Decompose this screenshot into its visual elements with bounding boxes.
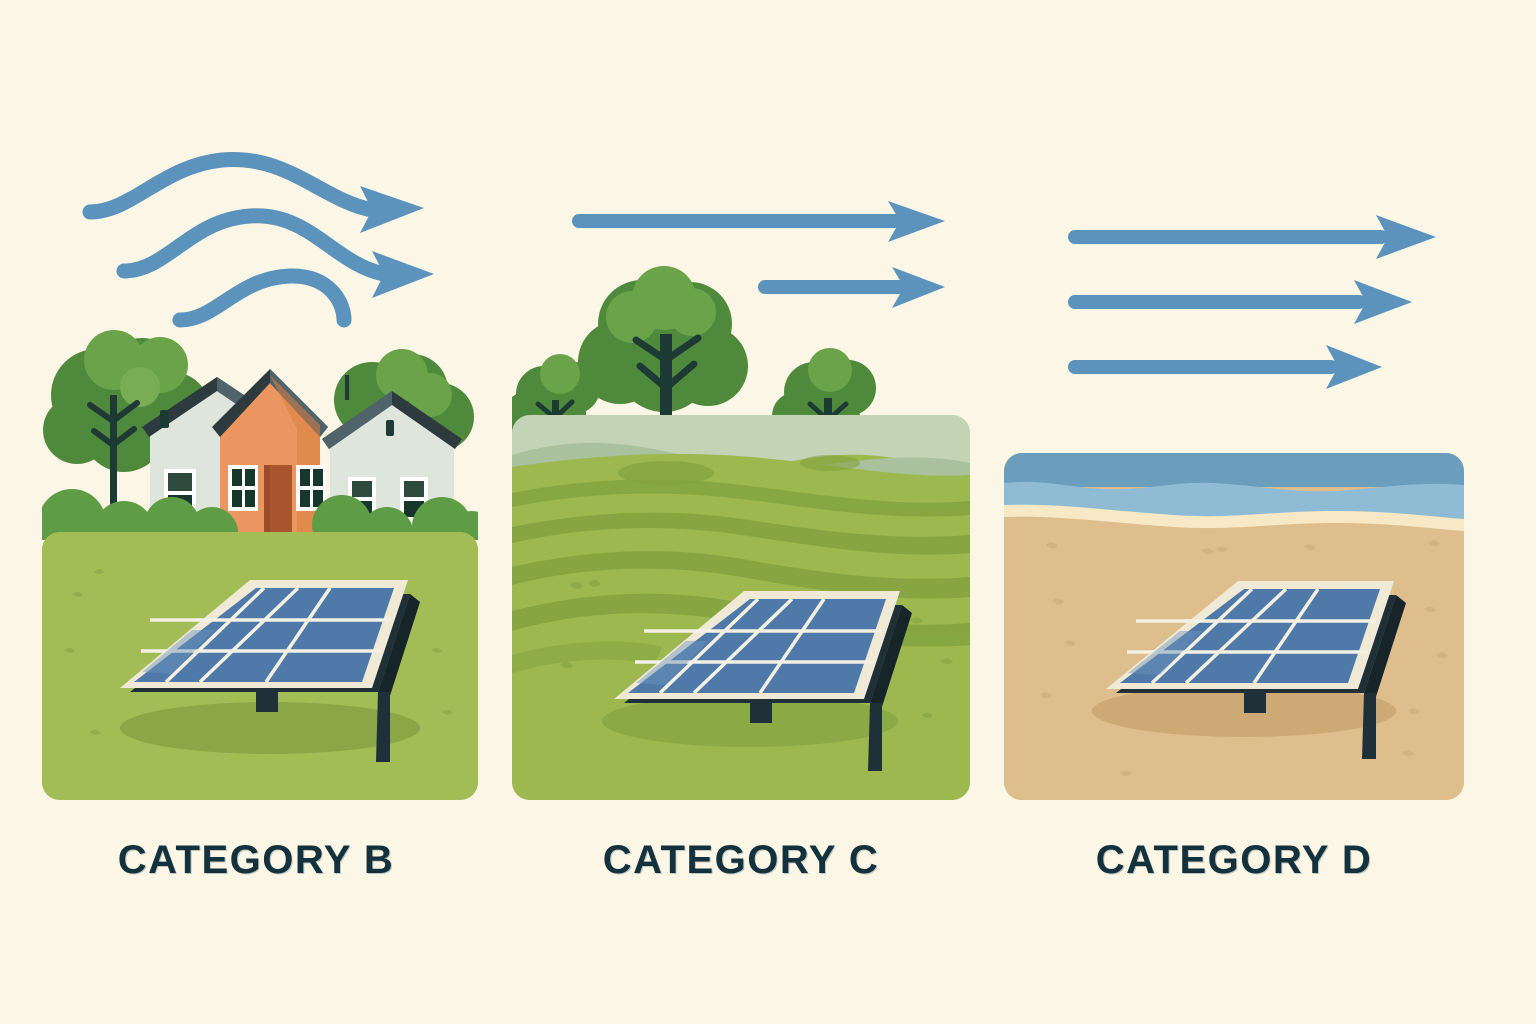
label-category-c: CATEGORY C	[602, 838, 880, 882]
house-center-windows	[228, 465, 326, 511]
field-and-solar-c	[512, 415, 970, 800]
wind-wave-3	[172, 268, 352, 328]
wind-wave-1	[82, 151, 380, 220]
solar-panel-strut-b	[376, 692, 390, 762]
solar-panel-foot-d	[1244, 691, 1266, 713]
wind-arrows-straight-c	[570, 200, 982, 310]
ground-and-solar-b	[42, 532, 478, 800]
scene-ground-category-d	[1004, 453, 1464, 800]
panel-category-d: CATEGORY D	[1004, 0, 1536, 1024]
wind-arrow-d-1	[1068, 215, 1436, 259]
beach-and-solar-d	[1004, 453, 1464, 800]
wind-arrow-c-2	[758, 267, 945, 308]
wind-arrow-c-1	[572, 201, 945, 242]
solar-panel-foot-c	[750, 701, 772, 723]
scene-ground-category-c	[512, 415, 970, 800]
wind-arrowhead-1	[360, 186, 424, 233]
solar-panel-d	[1106, 581, 1406, 759]
front-bushes	[42, 489, 478, 540]
wind-arrows-wavy	[72, 148, 452, 333]
wind-arrows-straight-d	[1064, 215, 1484, 395]
solar-panel-c	[614, 591, 912, 771]
wind-wave-2	[116, 208, 392, 282]
panel-category-c: CATEGORY C	[512, 0, 1004, 1024]
solar-panel-strut-c	[868, 703, 882, 771]
solar-panel-strut-d	[1362, 693, 1376, 759]
label-category-b: CATEGORY B	[117, 838, 395, 882]
label-category-d: CATEGORY D	[1095, 838, 1373, 882]
tree-c-large	[578, 266, 748, 460]
scene-ground-category-b	[42, 532, 478, 800]
solar-panel-foot-b	[256, 690, 278, 712]
suburban-cluster	[42, 325, 478, 540]
wind-arrow-d-3	[1068, 345, 1382, 389]
wind-arrow-d-2	[1068, 280, 1412, 324]
wind-arrowhead-2	[372, 251, 434, 298]
house-center-orange	[212, 369, 328, 540]
panel-category-b: CATEGORY B	[0, 0, 512, 1024]
solar-panel-b	[120, 580, 420, 762]
